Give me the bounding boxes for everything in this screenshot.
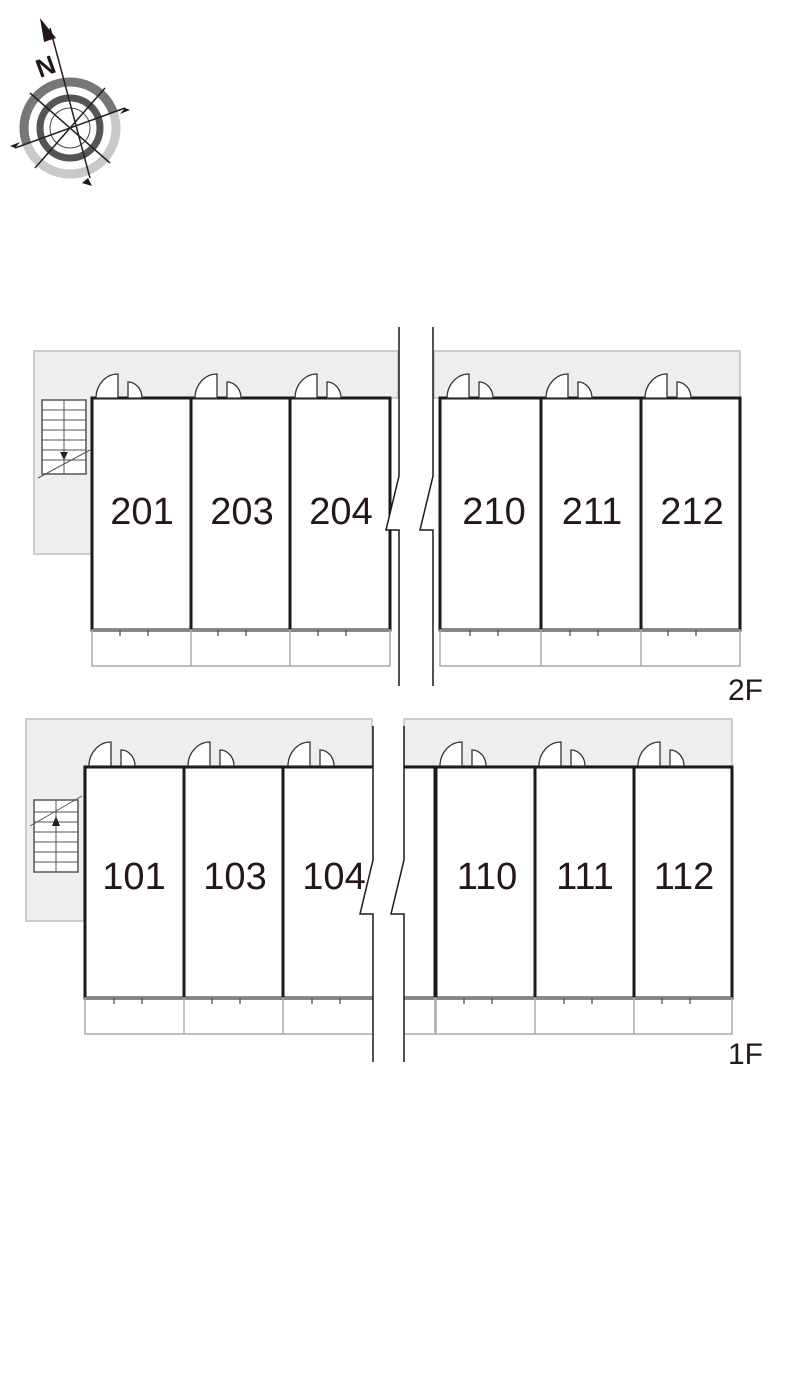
unit-label: 212 [660, 491, 723, 533]
unit-label: 101 [102, 856, 165, 898]
staircase-1f [29, 795, 83, 873]
balconies-1f [84, 997, 733, 1035]
floor-label-1f: 1F [728, 1038, 763, 1071]
unit-label: 103 [203, 856, 266, 898]
unit-label: 112 [654, 856, 715, 898]
break-line-1f [359, 726, 405, 1062]
doors-2f [95, 373, 692, 399]
floor-label-2f: 2F [728, 674, 763, 707]
staircase-2f [37, 399, 91, 479]
unit-label: 204 [309, 491, 372, 533]
unit-label: 104 [302, 856, 365, 898]
break-line-2f [385, 327, 434, 686]
unit-label: 203 [210, 491, 273, 533]
doors-1f [88, 741, 685, 767]
compass-rose-icon: N [10, 18, 130, 186]
units-2f-right-frame [438, 396, 742, 632]
floor-1f: 101 103 104 110 111 112 1F [25, 718, 763, 1071]
unit-label: 110 [457, 856, 518, 898]
unit-label: 210 [462, 491, 525, 533]
balconies-2f [91, 629, 741, 667]
unit-label: 211 [562, 491, 623, 533]
unit-label: 111 [556, 856, 614, 898]
units-1f-right-frame [434, 765, 734, 1000]
unit-label: 201 [110, 491, 173, 533]
floor-2f: 201 203 204 210 211 212 2F [33, 327, 763, 707]
compass-north-label: N [32, 49, 60, 84]
